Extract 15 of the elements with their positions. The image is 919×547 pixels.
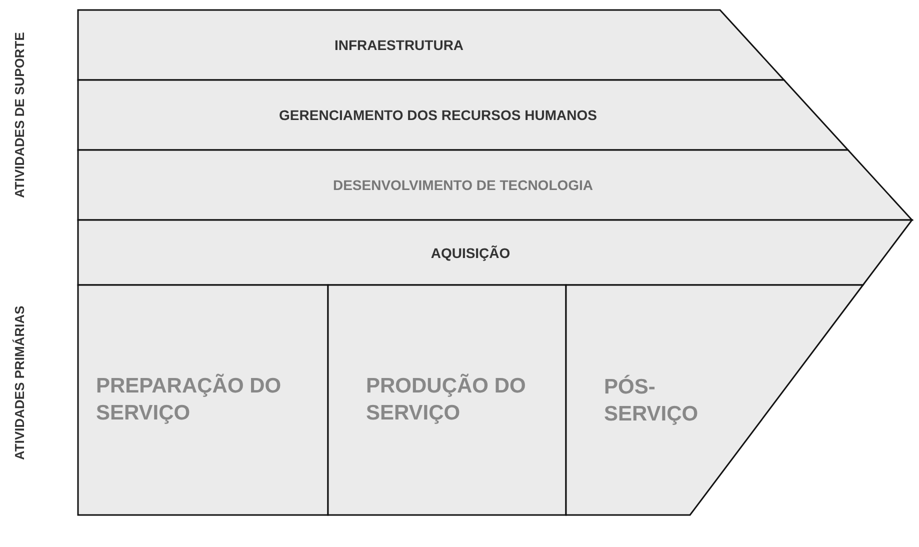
panel-title: PRODUÇÃO DO SERVIÇO bbox=[366, 372, 527, 427]
support-activity-band bbox=[78, 150, 914, 220]
section-label: ATIVIDADES DE SUPORTE bbox=[12, 31, 27, 200]
band-title: DESENVOLVIMENTO DE TECNOLOGIA bbox=[332, 178, 594, 192]
section-label: ATIVIDADES PRIMÁRIAS bbox=[12, 304, 27, 462]
panel-title: PREPARAÇÃO DO SERVIÇO bbox=[96, 372, 282, 427]
band-title: AQUISIÇÃO bbox=[430, 246, 512, 260]
primary-activity-panel bbox=[328, 285, 566, 515]
panel-title: PÓS-SERVIÇO bbox=[604, 374, 700, 428]
band-title: INFRAESTRUTURA bbox=[333, 38, 465, 52]
primary-activity-panel bbox=[566, 285, 865, 517]
primary-activity-panel bbox=[78, 285, 328, 515]
band-title: GERENCIAMENTO DOS RECURSOS HUMANOS bbox=[278, 108, 598, 122]
support-activity-band bbox=[78, 220, 914, 285]
support-activity-band bbox=[78, 80, 850, 150]
